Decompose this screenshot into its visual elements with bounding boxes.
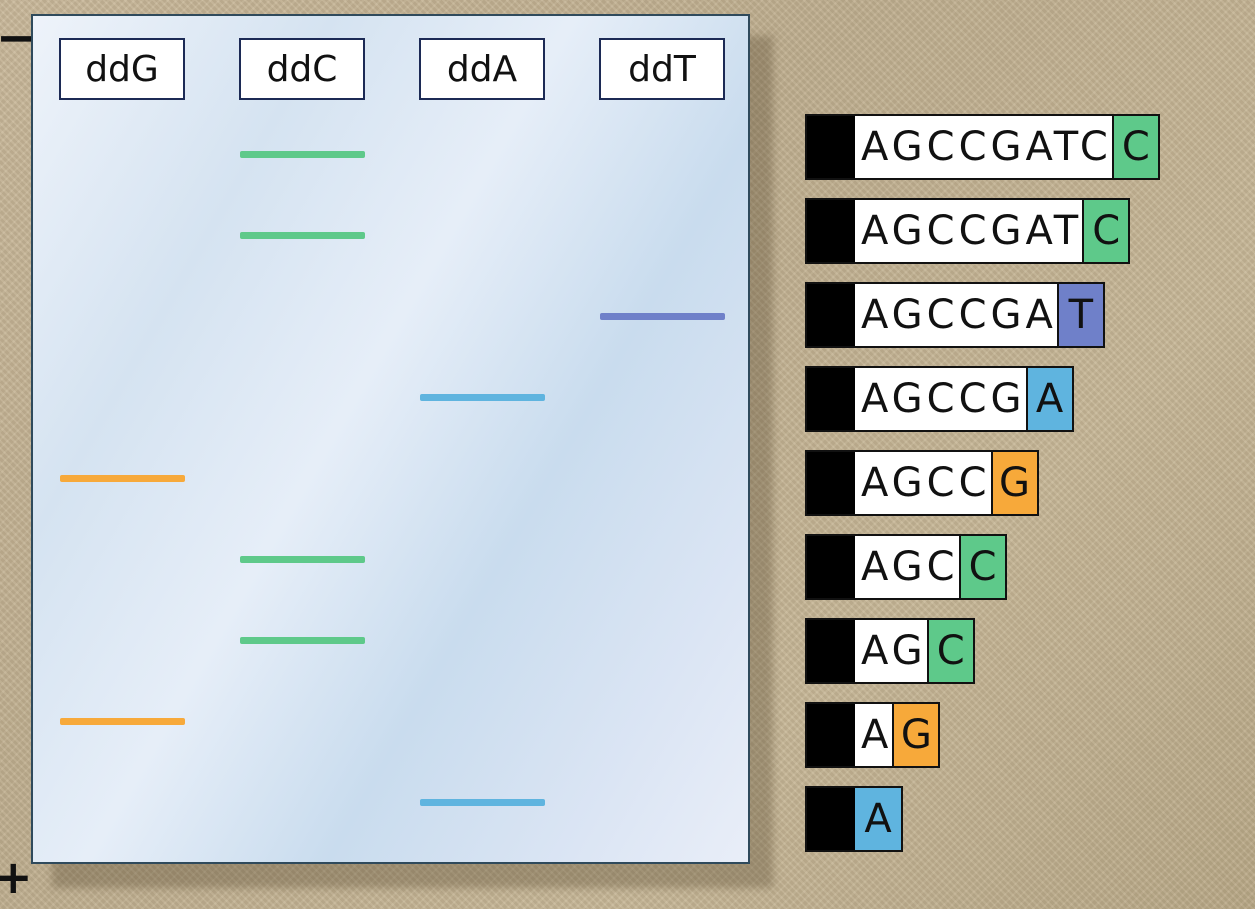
lane-label-ddc: ddC <box>239 38 365 100</box>
gel-band-ddc <box>240 556 365 563</box>
terminal-nucleotide: A <box>855 788 901 850</box>
gel-band-ddg <box>60 475 185 482</box>
terminal-nucleotide: T <box>1056 284 1103 346</box>
lane-label-ddt: ddT <box>599 38 725 100</box>
gel-band-ddc <box>240 637 365 644</box>
gel <box>31 14 750 864</box>
primer-block <box>807 788 855 850</box>
primer-block <box>807 704 855 766</box>
fragment-sequence: AGCCGATC <box>861 124 1112 170</box>
gel-band-dda <box>420 799 545 806</box>
gel-band-ddc <box>240 232 365 239</box>
terminal-nucleotide: G <box>892 704 939 766</box>
terminal-nucleotide: C <box>958 536 1005 598</box>
lane-label-dda: ddA <box>419 38 545 100</box>
fragment-sequence: AGCCG <box>861 376 1026 422</box>
dna-fragment: A <box>805 786 903 852</box>
gel-band-dda <box>420 394 545 401</box>
gel-band-ddc <box>240 151 365 158</box>
primer-block <box>807 536 855 598</box>
terminal-nucleotide: G <box>990 452 1037 514</box>
negative-electrode-label: − <box>0 10 37 66</box>
terminal-nucleotide: A <box>1025 368 1072 430</box>
fragment-sequence: A <box>861 712 893 758</box>
terminal-nucleotide: C <box>1111 116 1158 178</box>
gel-band-ddg <box>60 718 185 725</box>
primer-block <box>807 452 855 514</box>
fragment-sequence: AGC <box>861 544 959 590</box>
fragment-sequence: AG <box>861 628 927 674</box>
terminal-nucleotide: C <box>926 620 973 682</box>
fragment-sequence: AGCCGAT <box>861 208 1083 254</box>
primer-block <box>807 284 855 346</box>
lane-label-ddg: ddG <box>59 38 185 100</box>
primer-block <box>807 620 855 682</box>
primer-block <box>807 116 855 178</box>
fragment-sequence: AGCCGA <box>861 292 1057 338</box>
terminal-nucleotide: C <box>1082 200 1129 262</box>
positive-electrode-label: + <box>0 850 33 904</box>
gel-band-ddt <box>600 313 725 320</box>
primer-block <box>807 200 855 262</box>
primer-block <box>807 368 855 430</box>
fragment-sequence: AGCC <box>861 460 991 506</box>
